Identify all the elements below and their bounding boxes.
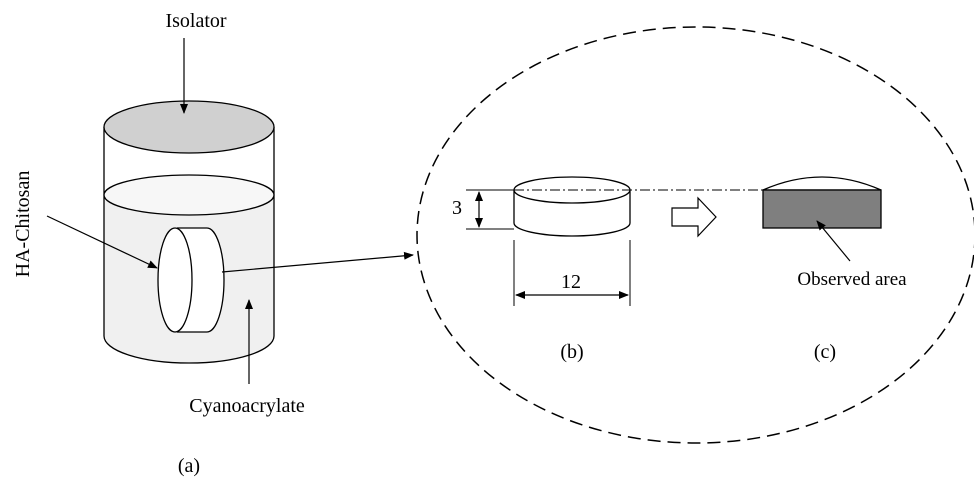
zoom-ellipse (416, 26, 974, 444)
diameter-dimension: 12 (513, 240, 631, 306)
cylinder-bottom (103, 335, 275, 364)
panel-a-label: (a) (178, 455, 200, 477)
diameter-dimension-label: 12 (561, 271, 581, 293)
observed-area-section (762, 189, 882, 229)
observed-area-arrow (816, 220, 851, 262)
process-arrow (671, 196, 717, 238)
isolator-label: Isolator (165, 10, 226, 32)
zoom-arrow (221, 251, 414, 273)
height-dimension-label: 3 (452, 197, 462, 219)
cyanoacrylate-surface (103, 174, 275, 216)
height-dimension: 3 (452, 189, 514, 230)
panel-c-label: (c) (814, 341, 836, 363)
panel-b-label: (b) (560, 341, 583, 363)
specimen-c (762, 176, 882, 229)
ha-chitosan-label: HA-Chitosan (12, 171, 34, 278)
specimen-disk-face (157, 227, 193, 333)
specimen-b (513, 176, 631, 237)
observed-area-label: Observed area (797, 269, 907, 290)
cyanoacrylate-label: Cyanoacrylate (189, 395, 305, 417)
specimen-c-cap (762, 176, 882, 191)
cylinder-assembly (103, 100, 275, 364)
ha-chitosan-arrow (46, 215, 158, 269)
isolator-disk (103, 100, 275, 154)
